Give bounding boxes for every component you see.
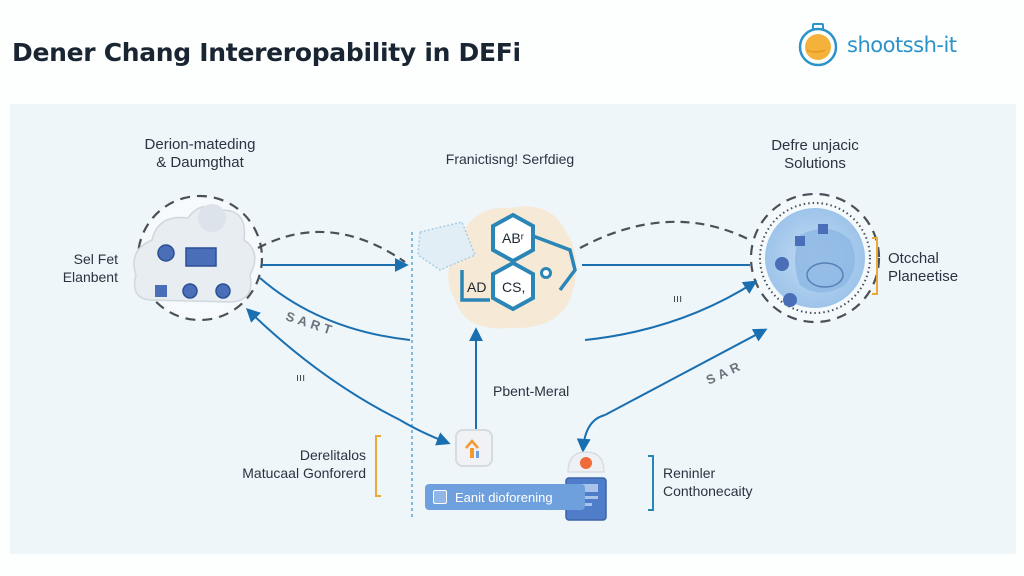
- right-side-line1: Otcchal: [888, 250, 939, 267]
- center-node-title: Franictisng! Serfdieg: [445, 151, 575, 167]
- dashed-arc-right: [579, 220, 751, 249]
- stopwatch-logo-icon: [798, 23, 838, 67]
- hex-label-left: AD: [467, 279, 487, 295]
- edge-center-to-right-curve: [584, 280, 758, 341]
- right-node-title-line2: Solutions: [784, 155, 846, 172]
- hexagon-cluster-icon: [460, 212, 577, 312]
- left-node-title-line2: & Daumgthat: [156, 154, 244, 171]
- edge-device-to-right: [604, 328, 768, 416]
- logo[interactable]: shootssh-it: [795, 22, 957, 68]
- pill-button[interactable]: Eanit dioforening: [425, 484, 585, 510]
- right-node-title-line1: Defre unjacic: [771, 137, 859, 154]
- bracket-left-bottom: [375, 435, 381, 497]
- edge-left-curve: [259, 277, 411, 341]
- hex-label-bottom: CS,: [502, 279, 526, 295]
- edge-number-left: ııı: [296, 372, 306, 384]
- left-node-title-line1: Derion-mateding: [144, 136, 256, 153]
- bottom-right-line1: Reninler: [663, 465, 716, 481]
- edge-number-right: ııı: [673, 293, 683, 305]
- right-node[interactable]: [749, 192, 881, 324]
- cloud-services-icon: [133, 204, 256, 303]
- logo-text: shootssh-it: [847, 33, 957, 57]
- left-node[interactable]: [133, 194, 264, 322]
- edge-down-to-device: [576, 414, 606, 453]
- globe-network-icon: [765, 208, 865, 308]
- bracket-right-bottom: [648, 455, 654, 511]
- diagram-panel: [10, 104, 1016, 554]
- document-icon: [433, 490, 447, 504]
- edge-to-left-node: [245, 308, 401, 421]
- right-node-side-label: Otcchal Planeetise: [888, 250, 1008, 286]
- hex-label-top: ABʳ: [502, 230, 525, 246]
- right-node-title: Defre unjacic Solutions: [720, 137, 910, 173]
- user-upload-icon[interactable]: [455, 429, 493, 467]
- dashed-arc-left: [257, 230, 406, 263]
- left-node-side-label: Sel Fet Elanbent: [40, 250, 118, 286]
- bottom-left-line1: Derelitalos: [299, 447, 366, 463]
- left-side-line2: Elanbent: [62, 269, 118, 285]
- bottom-left-label: Derelitalos Matucaal Gonforerd: [200, 446, 366, 482]
- pill-label: Eanit dioforening: [455, 489, 553, 505]
- right-side-line2: Planeetise: [888, 268, 959, 285]
- bracket-right-node: [872, 237, 878, 295]
- left-node-title: Derion-mateding & Daumgthat: [100, 136, 300, 172]
- page-title: Dener Chang Intereropability in DEFi: [12, 38, 521, 67]
- center-node[interactable]: [417, 206, 577, 329]
- bottom-left-line2: Matucaal Gonforerd: [242, 465, 366, 481]
- bottom-right-line2: Conthonecaity: [663, 483, 753, 499]
- bottom-right-label: Reninler Conthonecaity: [663, 464, 823, 500]
- center-bottom-label: Pbent-Meral: [493, 383, 570, 399]
- edge-to-user-icon: [399, 419, 451, 446]
- left-side-line1: Sel Fet: [73, 251, 118, 267]
